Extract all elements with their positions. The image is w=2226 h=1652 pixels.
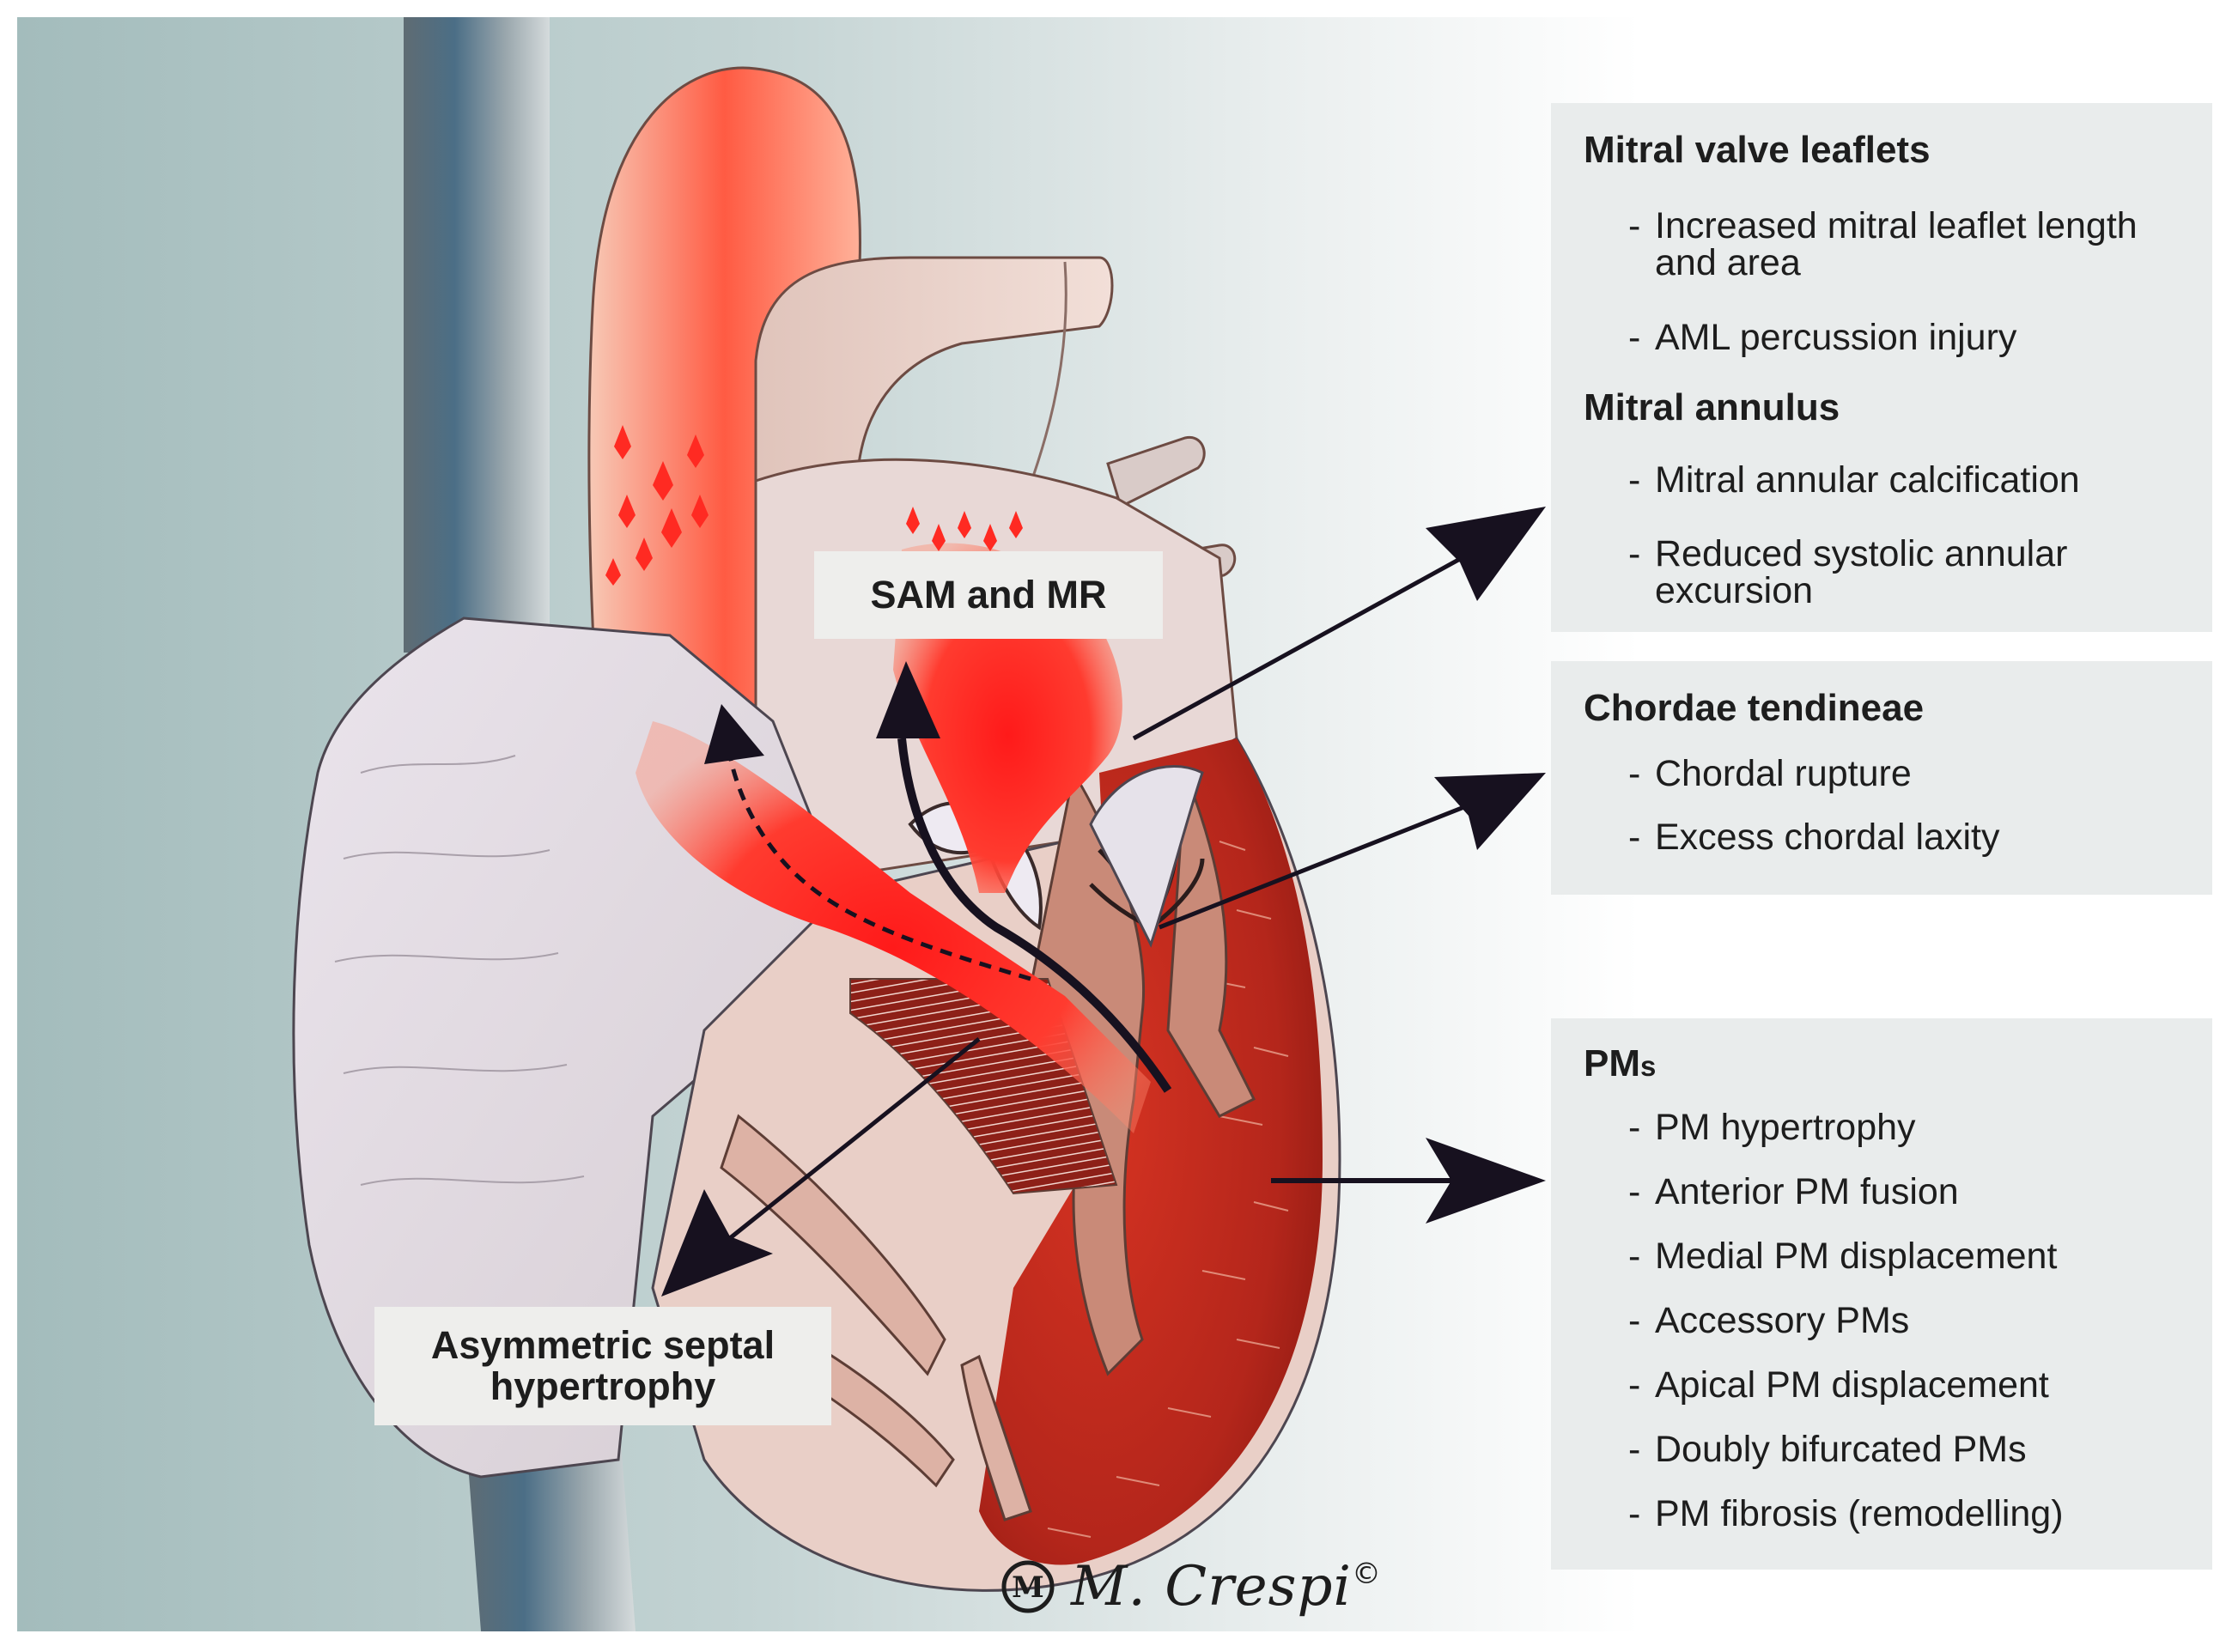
papillary-muscle-2 <box>1166 772 1256 1118</box>
atrium-texture <box>334 755 585 1186</box>
list-item: - Excess chordal laxity <box>1628 817 2000 858</box>
sam-mr-text: SAM and MR <box>870 573 1107 616</box>
pms-heading: PMs <box>1584 1042 1657 1084</box>
list-item: - Reduced systolic annular excursion <box>1628 533 2068 611</box>
chordae-info-panel: Chordae tendineae - Chordal rupture - Ex… <box>1551 661 2212 895</box>
myocardium-fibers <box>1047 841 1289 1538</box>
pms-info-panel: PMs - PM hypertrophy - Anterior PM fusio… <box>1551 1018 2212 1570</box>
list-item: - Doubly bifurcated PMs <box>1628 1429 2027 1470</box>
posterior-mitral-leaflet <box>1089 765 1204 948</box>
signature-text: M. Crespi <box>1071 1555 1352 1619</box>
list-item: - PM fibrosis (remodelling) <box>1628 1493 2064 1534</box>
mitral-leaflets-heading: Mitral valve leaflets <box>1584 129 1931 171</box>
regurgitant-spots <box>906 507 1023 551</box>
septal-label-line2: hypertrophy <box>490 1364 716 1408</box>
mitral-info-panel: Mitral valve leaflets - Increased mitral… <box>1551 103 2212 632</box>
list-item: - Apical PM displacement <box>1628 1364 2049 1406</box>
list-item: - Medial PM displacement <box>1628 1236 2058 1277</box>
list-item: - Anterior PM fusion <box>1628 1171 1959 1212</box>
aortic-wall-injury <box>605 425 709 586</box>
sam-mr-label: SAM and MR <box>814 551 1163 639</box>
list-item: - Mitral annular calcification <box>1628 459 2080 501</box>
callout-arrows <box>661 507 1546 1297</box>
monogram-logo: M <box>1001 1560 1055 1613</box>
lvot-blood-flow <box>636 721 1151 1133</box>
chordae-heading: Chordae tendineae <box>1584 687 1925 729</box>
list-item: - Accessory PMs <box>1628 1300 1910 1341</box>
list-item: - AML percussion injury <box>1628 317 2017 358</box>
copyright-mark: © <box>1351 1557 1381 1591</box>
svg-text:M: M <box>1012 1570 1044 1605</box>
list-item: - Increased mitral leaflet length and ar… <box>1628 205 2138 283</box>
septal-hypertrophy-label: Asymmetric septal hypertrophy <box>374 1307 831 1425</box>
artist-signature: M M. Crespi © <box>1000 1552 1381 1621</box>
mitral-annulus-heading: Mitral annulus <box>1584 386 1840 428</box>
flow-arrows <box>704 661 1172 1093</box>
septal-label-line1: Asymmetric septal <box>430 1323 775 1367</box>
myocardium <box>979 738 1323 1565</box>
list-item: - PM hypertrophy <box>1628 1107 1916 1148</box>
list-item: - Chordal rupture <box>1628 753 1912 794</box>
